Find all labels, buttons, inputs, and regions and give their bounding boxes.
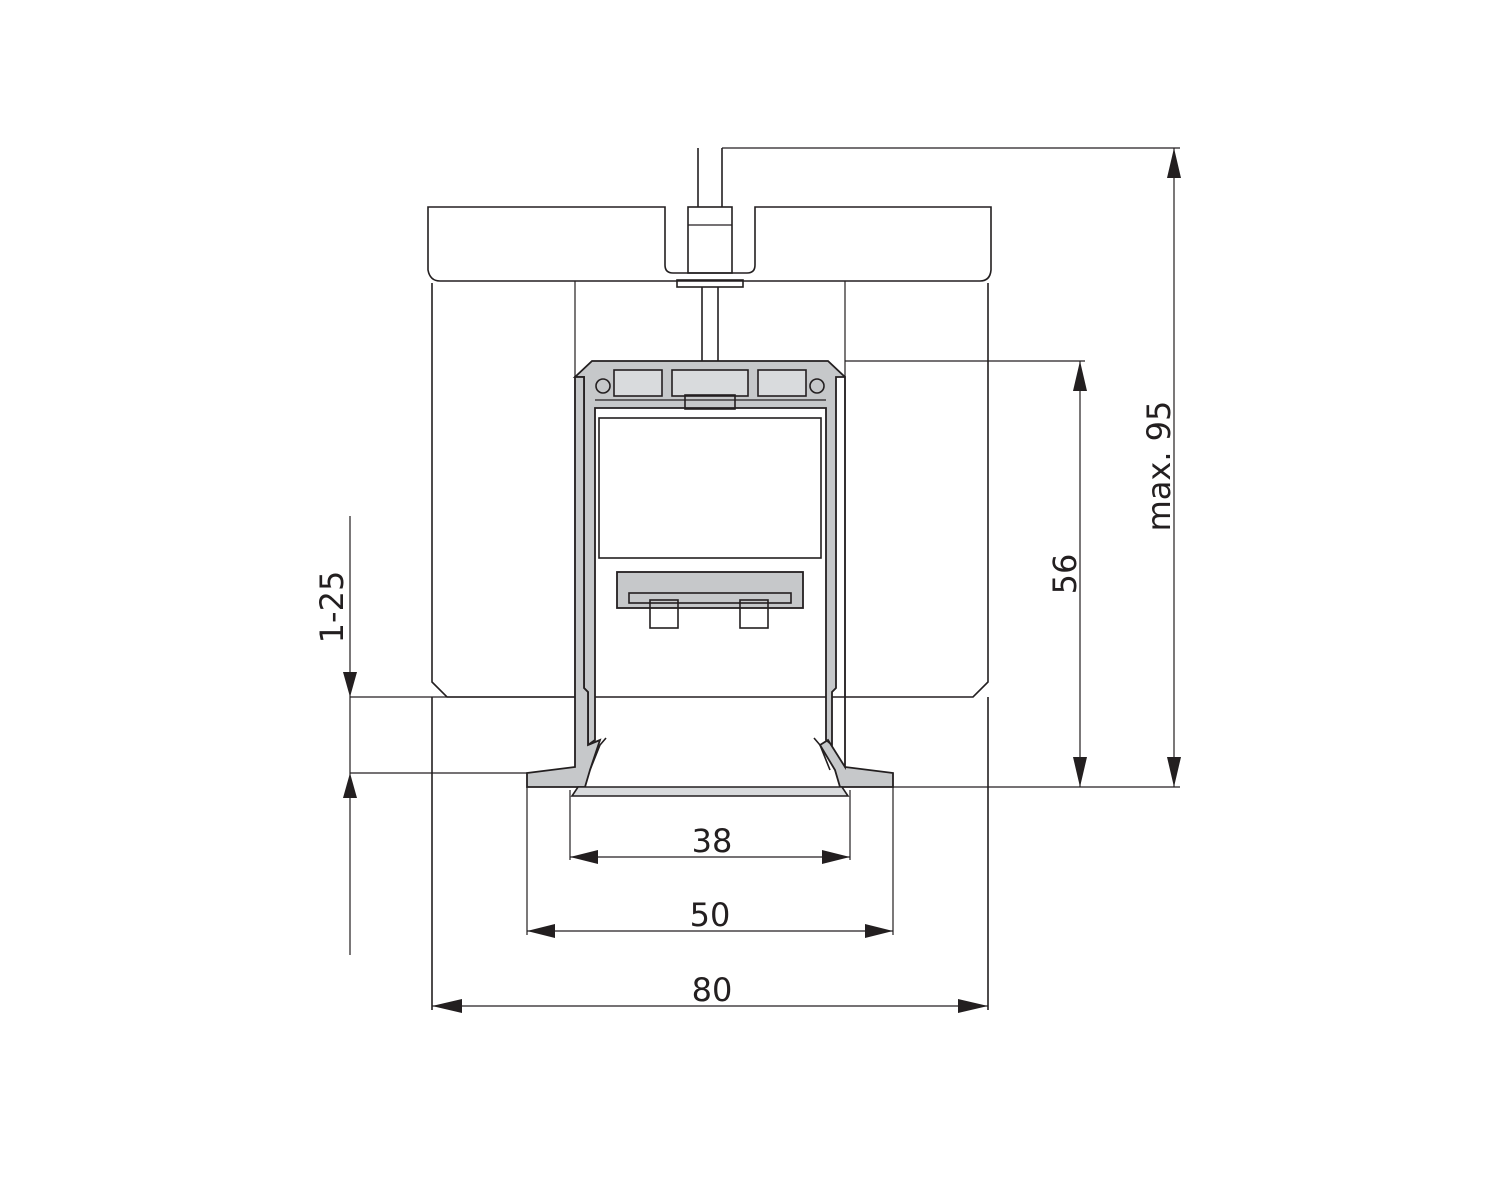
ceiling-lines — [343, 516, 575, 955]
label-1-25: 1-25 — [313, 571, 351, 644]
label-38: 38 — [692, 822, 733, 860]
ceiling-mount-plate — [427, 206, 992, 282]
suspension-rod — [676, 148, 744, 362]
label-50: 50 — [690, 896, 731, 934]
label-80: 80 — [692, 971, 733, 1009]
led-module — [616, 571, 804, 629]
dimension-38 — [569, 790, 851, 864]
dimension-50 — [526, 787, 894, 938]
aluminium-profile — [526, 360, 894, 788]
dimension-80 — [432, 999, 988, 1013]
label-max-95: max. 95 — [1140, 401, 1178, 532]
diffuser — [570, 737, 850, 797]
driver-box — [598, 417, 822, 559]
dimension-56 — [1073, 361, 1087, 787]
dimension-max-95 — [1167, 148, 1181, 787]
label-56: 56 — [1046, 554, 1084, 595]
